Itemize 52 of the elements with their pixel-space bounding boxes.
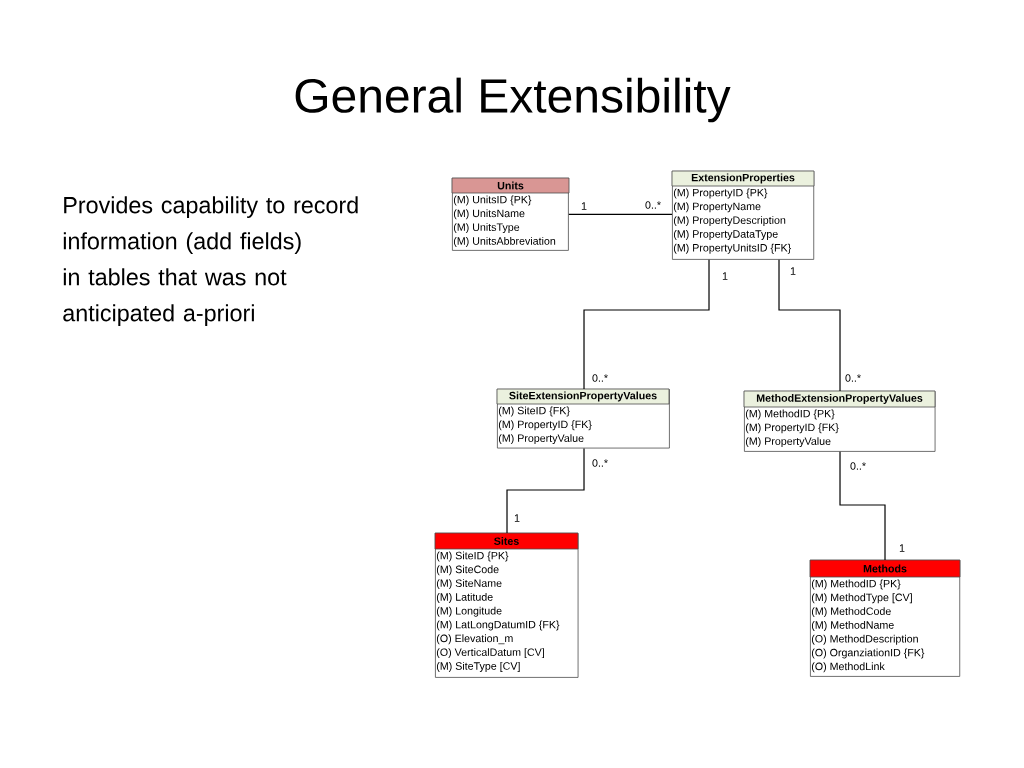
connector-line: [839, 451, 886, 561]
field-text: (M) PropertyDataType: [673, 229, 778, 240]
field-text: (M) MethodName: [811, 620, 894, 631]
field-text: (M) PropertyID {FK}: [745, 423, 839, 434]
description-text: Provides capability to record information (add fields) in tables that was not anticipated a-priori: [63, 196, 358, 327]
field-text: (M) SiteID {PK}: [436, 551, 509, 562]
multiplicity-label: 0..*: [592, 459, 608, 467]
field-text: (M) UnitsType: [453, 223, 520, 234]
field-text: (M) PropertyID {PK}: [673, 188, 768, 199]
multiplicity-label: 0..*: [592, 374, 608, 382]
field-text: (M) PropertyDescription: [673, 216, 786, 227]
field-text: (O) Elevation_m: [436, 634, 513, 645]
table-header: ExtensionProperties: [691, 173, 795, 184]
field-text: (M) SiteType [CV]: [436, 661, 520, 672]
field-text: (M) MethodID {PK}: [745, 409, 835, 420]
field-text: (M) MethodType [CV]: [811, 593, 912, 604]
multiplicity-label: 0..*: [645, 201, 661, 209]
connector-line: [568, 213, 673, 215]
multiplicity-label: 1: [581, 202, 587, 210]
field-text: (M) PropertyUnitsID {FK}: [673, 243, 791, 254]
field-text: (M) SiteID {FK}: [498, 406, 570, 417]
multiplicity-label: 0..*: [850, 462, 866, 470]
slide-title: General Extensibility: [295, 77, 731, 123]
field-text: (M) PropertyName: [673, 202, 761, 213]
field-text: (M) UnitsAbbreviation: [453, 236, 556, 247]
multiplicity-label: 1: [514, 514, 520, 522]
field-text: (M) SiteCode: [436, 565, 499, 576]
connector-line: [506, 447, 585, 534]
table-header: Methods: [863, 564, 907, 573]
field-text: (M) Latitude: [436, 592, 493, 603]
field-text: (O) MethodDescription: [811, 634, 918, 645]
field-text: (O) VerticalDatum [CV]: [436, 648, 544, 659]
field-text: (M) MethodCode: [811, 607, 891, 618]
connector-line: [778, 259, 841, 392]
table-header: Units: [497, 181, 524, 190]
field-text: (M) LatLongDatumID {FK}: [436, 620, 560, 631]
field-text: (O) MethodLink: [811, 662, 885, 673]
field-text: (M) PropertyID {FK}: [498, 420, 592, 431]
field-text: (M) UnitsName: [453, 209, 525, 220]
field-text: (M) UnitsID {PK}: [453, 195, 532, 206]
field-text: (M) Longitude: [436, 606, 502, 617]
field-text: (M) MethodID {PK}: [811, 579, 901, 590]
multiplicity-label: 0..*: [845, 374, 861, 382]
table-header: Sites: [494, 537, 519, 545]
field-text: (O) OrganziationID {FK}: [811, 648, 925, 659]
connector-line: [583, 259, 710, 390]
table-header: MethodExtensionPropertyValues: [756, 394, 923, 404]
multiplicity-label: 1: [722, 272, 728, 280]
field-text: (M) PropertyValue: [745, 437, 831, 448]
field-text: (M) PropertyValue: [498, 434, 584, 445]
field-text: (M) SiteName: [436, 579, 502, 590]
table-header: SiteExtensionPropertyValues: [509, 391, 657, 402]
